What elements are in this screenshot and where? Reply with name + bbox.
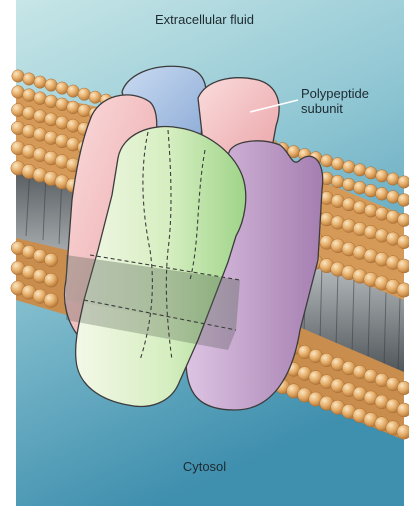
lipid-head [397,425,409,439]
lipid-head [365,184,378,197]
lipid-head [45,79,57,91]
lipid-head [45,95,58,108]
lipid-head [67,85,79,97]
lipid-head [397,235,409,249]
cytosol-label: Cytosol [0,459,409,474]
lipid-head [398,194,409,207]
lipid-head [343,178,356,191]
lipid-head [12,86,25,99]
lipid-head [332,158,344,170]
lipid-head [343,161,355,173]
lipid-head [44,253,58,267]
lipid-head [34,92,47,105]
lipid-head [397,381,409,395]
lipid-head [78,104,91,117]
lipid-head [56,98,69,111]
lipid-head [397,403,409,417]
lipid-head [354,181,367,194]
extracellular-fluid-label: Extracellular fluid [0,12,409,27]
lipid-head [398,176,409,188]
lipid-head [354,164,366,176]
lipid-head [331,175,344,188]
lipid-head [23,73,35,85]
lipid-head [321,155,333,167]
lipid-head [397,213,409,226]
lipid-head [397,259,409,273]
polypeptide-label-line1: Polypeptide [301,86,369,101]
lipid-head [387,191,400,204]
lipid-head [34,76,46,88]
lipid-head [89,91,101,103]
lipid-head [67,101,80,114]
polypeptide-subunit-label: Polypeptide subunit [301,86,369,116]
lipid-head [78,88,90,100]
lipid-head [23,89,36,102]
lipid-head [56,82,68,94]
lipid-head [376,170,388,182]
polypeptide-label-line2: subunit [301,101,369,116]
lipid-head [387,173,399,185]
lipid-head [376,187,389,200]
lipid-head [397,283,409,297]
lipid-head [365,167,377,179]
lipid-head [44,273,58,287]
lipid-head [44,293,58,307]
lipid-head [12,70,24,82]
